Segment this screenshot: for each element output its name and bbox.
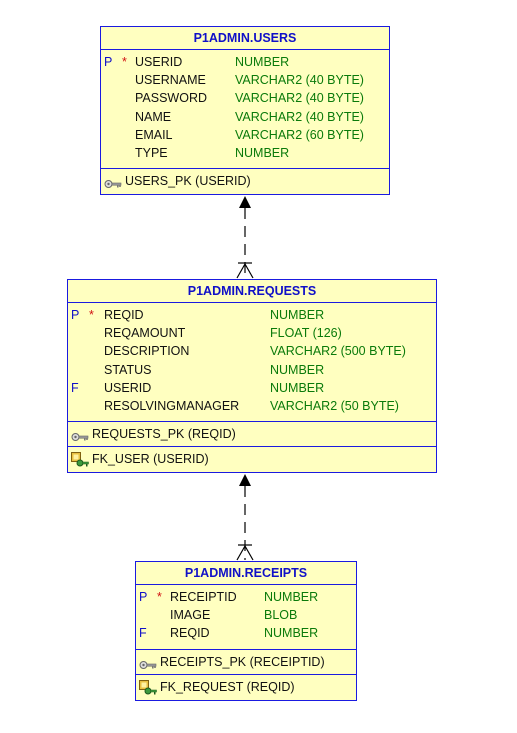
column-row[interactable]: P * REQID NUMBER	[68, 306, 436, 324]
entity-title: P1ADMIN.RECEIPTS	[136, 562, 356, 585]
key-marker: P	[139, 590, 148, 604]
key-icon	[104, 174, 122, 198]
column-type: FLOAT (126)	[270, 326, 342, 341]
required-marker: *	[157, 590, 162, 604]
relationship-requests-users	[236, 196, 254, 279]
key-icon	[71, 427, 89, 451]
foreign-key-icon	[139, 679, 157, 704]
column-type: NUMBER	[264, 590, 319, 604]
column-type: NUMBER	[235, 55, 290, 69]
column-row[interactable]: F REQID NUMBER	[136, 624, 356, 642]
primary-key-constraint[interactable]: RECEIPTS_PK (RECEIPTID)	[136, 650, 356, 675]
column-name: RECEIPTID	[170, 590, 237, 604]
key-marker: P	[104, 55, 113, 69]
entity-title: P1ADMIN.REQUESTS	[68, 280, 436, 303]
column-list: P * RECEIPTID NUMBER IMAGE BLOB F REQID NUMBER	[136, 585, 356, 650]
required-marker: *	[89, 308, 94, 322]
column-row[interactable]: STATUS NUMBER	[68, 361, 436, 379]
column-type: NUMBER	[270, 362, 325, 377]
constraint-label: USERS_PK (USERID)	[125, 174, 251, 189]
column-name: REQID	[104, 308, 144, 322]
column-list: P * REQID NUMBER REQAMOUNT FLOAT (126) DESCR…	[68, 303, 436, 423]
primary-key-constraint[interactable]: REQUESTS_PK (REQID)	[68, 422, 436, 448]
column-type: NUMBER	[235, 145, 290, 160]
column-row[interactable]: PASSWORD VARCHAR2 (40 BYTE)	[101, 89, 389, 107]
column-row[interactable]: IMAGE BLOB	[136, 606, 356, 624]
column-type: VARCHAR2 (40 BYTE)	[235, 73, 364, 88]
constraint-label: FK_REQUEST (REQID)	[160, 679, 295, 694]
constraint-label: RECEIPTS_PK (RECEIPTID)	[160, 654, 325, 669]
foreign-key-constraint[interactable]: FK_REQUEST (REQID)	[136, 675, 356, 699]
column-list: P * USERID NUMBER USERNAME VARCHAR2 (40 BYTE…	[101, 50, 389, 170]
column-row[interactable]: DESCRIPTION VARCHAR2 (500 BYTE)	[68, 342, 436, 360]
column-name: USERID	[135, 55, 183, 69]
primary-key-constraint[interactable]: USERS_PK (USERID)	[101, 169, 389, 193]
column-row[interactable]: EMAIL VARCHAR2 (60 BYTE)	[101, 126, 389, 144]
column-row[interactable]: NAME VARCHAR2 (40 BYTE)	[101, 108, 389, 126]
required-marker: *	[122, 55, 127, 69]
column-type: NUMBER	[270, 308, 325, 322]
constraint-label: REQUESTS_PK (REQID)	[92, 427, 236, 442]
column-row[interactable]: RESOLVINGMANAGER VARCHAR2 (50 BYTE)	[68, 397, 436, 415]
column-name: REQAMOUNT	[104, 326, 186, 341]
column-type: VARCHAR2 (40 BYTE)	[235, 109, 364, 124]
column-name: USERID	[104, 380, 152, 395]
column-name: TYPE	[135, 145, 168, 160]
column-name: REQID	[170, 626, 210, 641]
column-name: STATUS	[104, 362, 152, 377]
column-type: VARCHAR2 (50 BYTE)	[270, 398, 399, 413]
column-type: NUMBER	[270, 380, 325, 395]
column-type: VARCHAR2 (60 BYTE)	[235, 127, 364, 142]
foreign-key-constraint[interactable]: FK_USER (USERID)	[68, 447, 436, 471]
column-row[interactable]: USERNAME VARCHAR2 (40 BYTE)	[101, 71, 389, 89]
column-name: USERNAME	[135, 73, 206, 88]
column-row[interactable]: P * RECEIPTID NUMBER	[136, 588, 356, 606]
entity-title: P1ADMIN.USERS	[101, 27, 389, 50]
column-row[interactable]: REQAMOUNT FLOAT (126)	[68, 324, 436, 342]
column-type: BLOB	[264, 608, 298, 623]
column-name: RESOLVINGMANAGER	[104, 398, 240, 413]
column-name: PASSWORD	[135, 91, 207, 106]
column-type: VARCHAR2 (40 BYTE)	[235, 91, 364, 106]
entity-receipts[interactable]: P1ADMIN.RECEIPTS P * RECEIPTID NUMBER IMAGE…	[135, 561, 357, 701]
column-row[interactable]: F USERID NUMBER	[68, 379, 436, 397]
key-icon	[139, 655, 157, 679]
key-marker: F	[71, 380, 79, 395]
column-name: DESCRIPTION	[104, 344, 190, 359]
relationship-receipts-requests	[236, 474, 254, 561]
column-row[interactable]: P * USERID NUMBER	[101, 53, 389, 71]
column-name: IMAGE	[170, 608, 211, 623]
key-marker: P	[71, 308, 80, 322]
constraint-label: FK_USER (USERID)	[92, 452, 209, 467]
column-type: NUMBER	[264, 626, 319, 641]
column-name: NAME	[135, 109, 172, 124]
entity-users[interactable]: P1ADMIN.USERS P * USERID NUMBER USERNAME VAR…	[100, 26, 390, 195]
column-name: EMAIL	[135, 127, 173, 142]
entity-requests[interactable]: P1ADMIN.REQUESTS P * REQID NUMBER REQAMOUNT…	[67, 279, 437, 473]
key-marker: F	[139, 626, 147, 641]
column-row[interactable]: TYPE NUMBER	[101, 144, 389, 162]
column-type: VARCHAR2 (500 BYTE)	[270, 344, 406, 359]
foreign-key-icon	[71, 452, 89, 476]
